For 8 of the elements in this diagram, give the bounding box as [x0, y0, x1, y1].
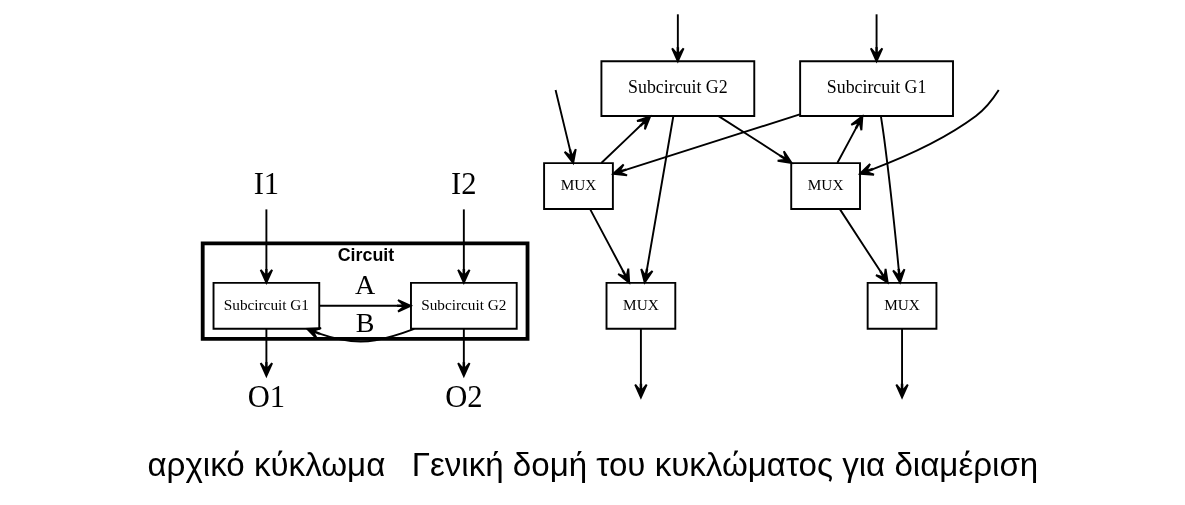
edge-label: B	[355, 307, 375, 339]
node-text: O1	[247, 379, 286, 414]
label: αρχικό κύκλωμα	[147, 446, 386, 484]
label: Γενική δομή του κυκλώματος για διαμέριση	[411, 446, 1039, 484]
node-text: O2	[445, 379, 483, 414]
node-text: I1	[253, 166, 280, 201]
node-text: I2	[451, 166, 477, 201]
edge-label: A	[355, 268, 376, 300]
